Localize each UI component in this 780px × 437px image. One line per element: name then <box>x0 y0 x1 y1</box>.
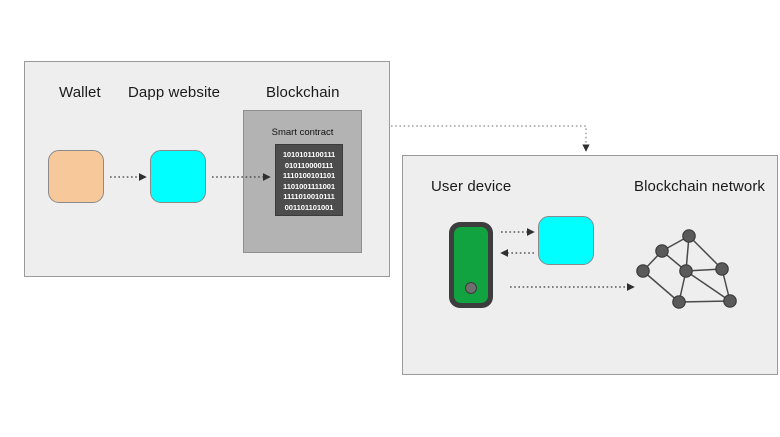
wallet-box[interactable] <box>48 150 104 203</box>
heading-blockchain-network: Blockchain network <box>634 178 766 195</box>
smart-contract-code-block: 1010101100111 010110000111 1110100101101… <box>275 144 343 216</box>
smart-contract-label: Smart contract <box>271 127 334 138</box>
code-line: 001101101001 <box>284 202 334 212</box>
mobile-app-box[interactable] <box>538 216 594 265</box>
code-line: 1101001111001 <box>283 181 335 191</box>
heading-blockchain: Blockchain <box>266 84 340 101</box>
heading-user-device: User device <box>431 178 512 195</box>
user-device-phone[interactable] <box>449 222 493 308</box>
code-line: 1010101100111 <box>282 150 336 159</box>
arrow-panel-to-panel <box>391 125 590 152</box>
dapp-website-box[interactable] <box>150 150 206 203</box>
phone-home-button-icon <box>465 282 477 294</box>
code-line: 1110100101101 <box>282 171 336 180</box>
heading-dapp-website: Dapp website <box>128 84 221 101</box>
heading-wallet: Wallet <box>59 84 101 101</box>
blockchain-container: Smart contract 1010101100111 01011000011… <box>243 110 362 253</box>
code-line: 1111010010111 <box>283 192 335 201</box>
code-line: 010110000111 <box>284 160 334 170</box>
